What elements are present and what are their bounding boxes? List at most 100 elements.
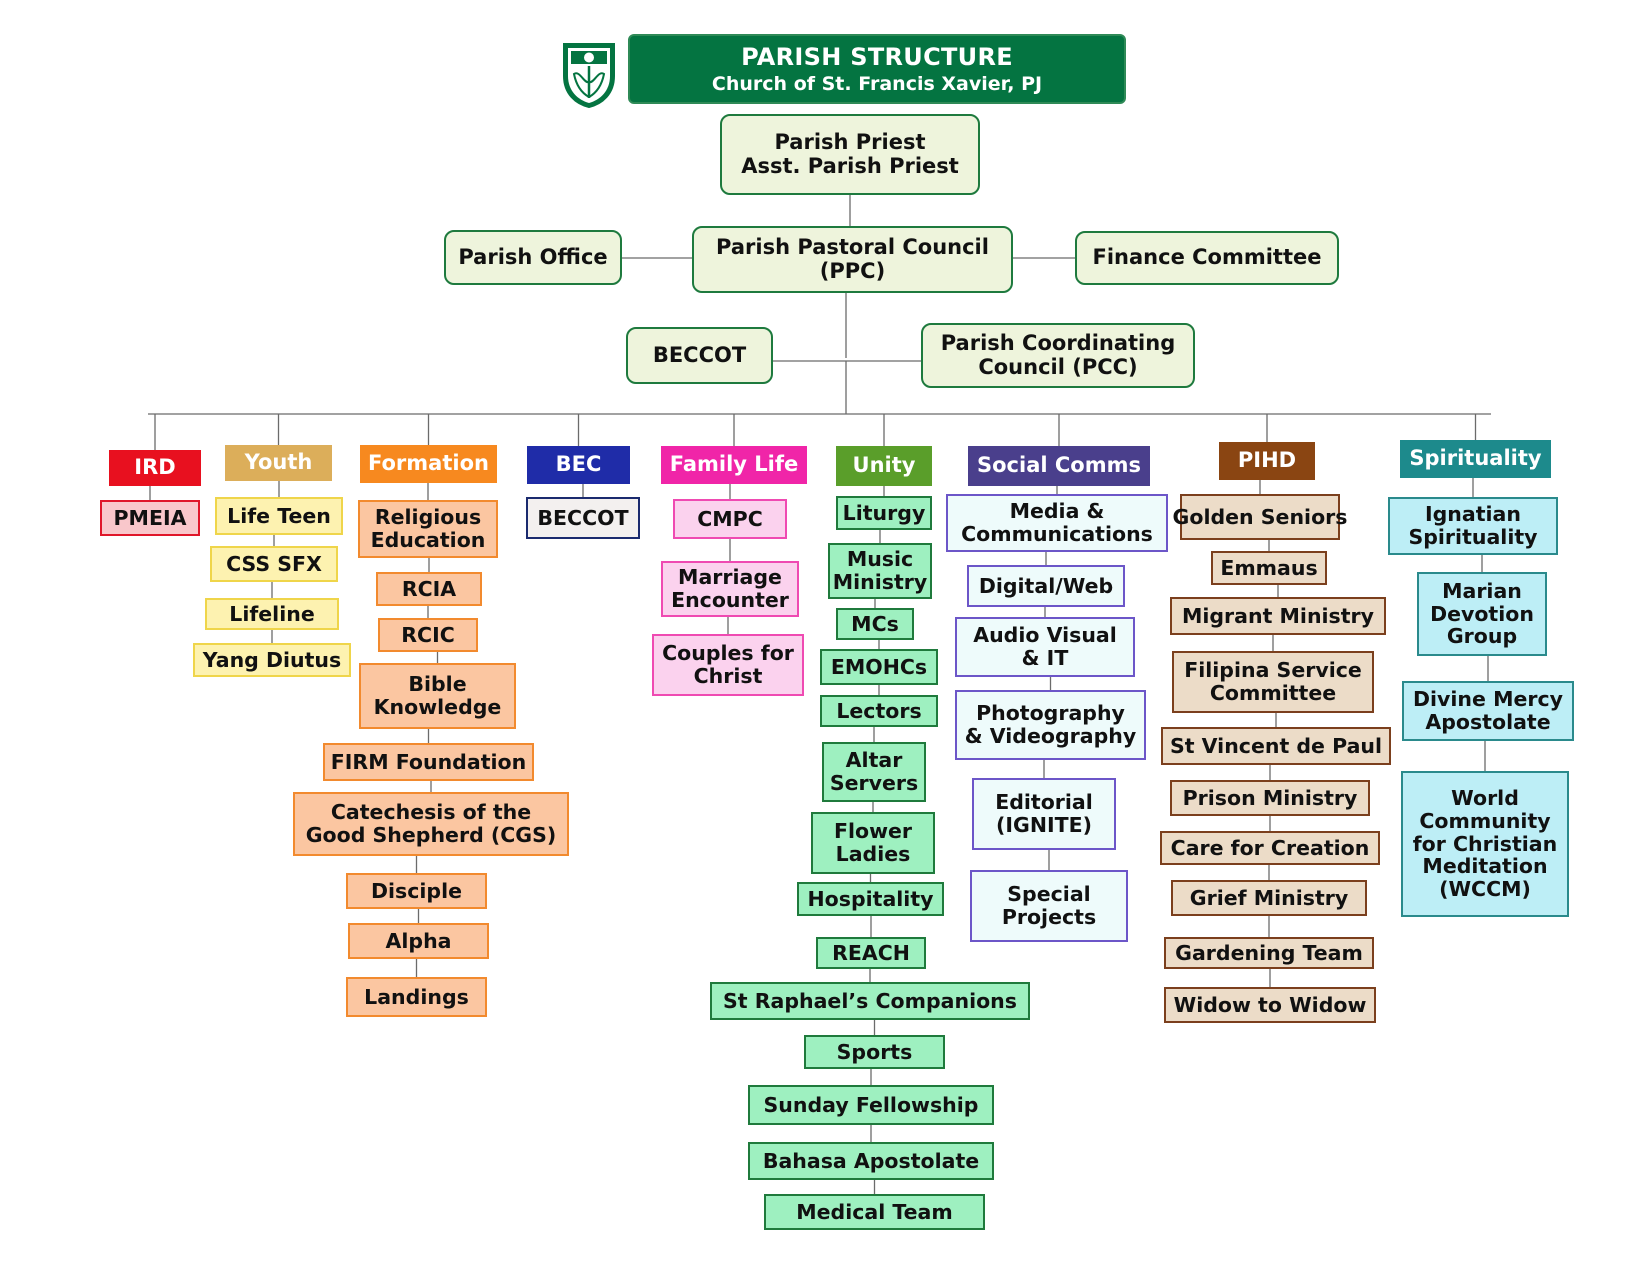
ministry-label: MCs bbox=[851, 611, 899, 636]
category-header-family-life: Family Life bbox=[661, 446, 807, 484]
ministry-label: RCIC bbox=[401, 622, 455, 647]
ministry-label: (WCCM) bbox=[1439, 877, 1531, 902]
ministry-label: PMEIA bbox=[113, 505, 187, 530]
ministry-label: RCIA bbox=[401, 576, 457, 601]
ministry-box: MCs bbox=[836, 608, 914, 640]
ministry-label: REACH bbox=[832, 940, 910, 965]
ministry-box: Disciple bbox=[346, 873, 487, 909]
ministry-label: Prison Ministry bbox=[1182, 785, 1358, 810]
ministry-box: Yang Diutus bbox=[193, 643, 351, 677]
ministry-label: Divine Mercy bbox=[1413, 687, 1563, 712]
ppc-box: Parish Pastoral Council (PPC) bbox=[692, 226, 1013, 293]
category-label: Formation bbox=[368, 451, 489, 476]
ministry-box: Emmaus bbox=[1211, 551, 1327, 585]
ministry-label: Christ bbox=[693, 664, 763, 688]
ministry-label: Bahasa Apostolate bbox=[762, 1148, 980, 1173]
category-header-spirituality: Spirituality bbox=[1400, 440, 1551, 478]
pcc-box: Parish Coordinating Council (PCC) bbox=[921, 323, 1195, 388]
ministry-label: Filipina Service bbox=[1184, 658, 1362, 683]
ministry-label: Landings bbox=[364, 984, 469, 1009]
ministry-label: Lifeline bbox=[229, 601, 315, 626]
category-header-pihd: PIHD bbox=[1219, 442, 1315, 480]
ministry-label: Projects bbox=[1001, 905, 1097, 929]
parish-priest-label: Parish Priest bbox=[774, 129, 926, 154]
category-header-formation: Formation bbox=[360, 445, 497, 483]
ministry-box: Grief Ministry bbox=[1171, 880, 1367, 916]
ministry-label: EMOHCs bbox=[830, 654, 928, 679]
ministry-label: Encounter bbox=[671, 588, 789, 612]
category-label: Social Comms bbox=[977, 453, 1141, 478]
ministry-label: Digital/Web bbox=[978, 573, 1114, 598]
ministry-label: Servers bbox=[829, 771, 919, 795]
category-label: IRD bbox=[134, 455, 176, 480]
ministry-label: Community bbox=[1419, 808, 1551, 833]
ministry-label: Flower bbox=[833, 819, 913, 844]
ministry-label: Golden Seniors bbox=[1172, 504, 1348, 529]
ppc-label-line1: Parish Pastoral Council bbox=[716, 234, 989, 259]
category-label: Family Life bbox=[669, 452, 799, 477]
ministry-box: REACH bbox=[816, 937, 926, 969]
finance-committee-label: Finance Committee bbox=[1092, 245, 1322, 270]
ministry-box: Medical Team bbox=[764, 1194, 985, 1230]
ministry-box: Alpha bbox=[348, 923, 489, 959]
ministry-box: EMOHCs bbox=[820, 649, 938, 685]
ministry-label: Communications bbox=[961, 522, 1153, 546]
ministry-label: St Vincent de Paul bbox=[1169, 733, 1383, 758]
category-header-social-comms: Social Comms bbox=[968, 446, 1150, 486]
ministry-box: Editorial(IGNITE) bbox=[972, 778, 1116, 850]
ministry-label: Alpha bbox=[385, 928, 452, 953]
chart-title-banner: PARISH STRUCTURE Church of St. Francis X… bbox=[628, 34, 1126, 104]
ministry-box: Bahasa Apostolate bbox=[748, 1142, 994, 1180]
ministry-label: Altar bbox=[845, 748, 903, 773]
ministry-label: Meditation bbox=[1422, 854, 1548, 879]
ministry-label: Lectors bbox=[836, 698, 922, 723]
ministry-label: Emmaus bbox=[1220, 555, 1318, 580]
ministry-label: Grief Ministry bbox=[1189, 885, 1349, 910]
ministry-box: Hospitality bbox=[797, 882, 944, 916]
ministry-box: Lectors bbox=[820, 695, 938, 727]
ministry-label: Hospitality bbox=[807, 886, 934, 911]
ministry-label: Ignatian bbox=[1425, 502, 1521, 527]
ministry-label: Group bbox=[1446, 624, 1518, 649]
ministry-box: Landings bbox=[346, 977, 487, 1017]
ministry-label: Yang Diutus bbox=[202, 647, 342, 672]
ministry-label: & Videography bbox=[964, 724, 1137, 748]
ministry-label: Special bbox=[1007, 882, 1091, 907]
ministry-box: Migrant Ministry bbox=[1170, 597, 1386, 635]
ministry-label: BECCOT bbox=[537, 505, 629, 530]
ministry-label: Audio Visual bbox=[973, 623, 1117, 648]
ministry-label: Liturgy bbox=[842, 500, 926, 525]
ministry-box: FIRM Foundation bbox=[323, 743, 534, 781]
ministry-label: Sunday Fellowship bbox=[763, 1092, 979, 1117]
ministry-label: Music bbox=[846, 547, 914, 572]
ministry-label: Good Shepherd (CGS) bbox=[305, 823, 557, 847]
ministry-label: St Raphael’s Companions bbox=[723, 988, 1017, 1013]
ministry-box: Media &Communications bbox=[946, 494, 1168, 552]
ministry-label: Knowledge bbox=[373, 695, 502, 719]
ministry-box: Life Teen bbox=[215, 497, 343, 535]
ministry-box: Digital/Web bbox=[967, 565, 1125, 607]
ministry-label: Committee bbox=[1209, 681, 1337, 705]
ministry-label: Ministry bbox=[832, 570, 928, 594]
ministry-label: Education bbox=[370, 528, 486, 552]
ministry-box: Lifeline bbox=[205, 598, 339, 630]
ministry-box: Widow to Widow bbox=[1164, 987, 1376, 1023]
ministry-label: Couples for bbox=[662, 641, 794, 666]
category-label: Youth bbox=[244, 450, 313, 475]
ministry-label: Media & bbox=[1009, 499, 1105, 524]
beccot-top-label: BECCOT bbox=[652, 342, 747, 367]
pcc-label-line1: Parish Coordinating bbox=[940, 330, 1176, 355]
ministry-box: RCIC bbox=[378, 618, 478, 652]
ministry-label: FIRM Foundation bbox=[330, 749, 527, 774]
category-header-youth: Youth bbox=[225, 445, 332, 481]
ministry-box: RCIA bbox=[376, 572, 482, 606]
ministry-label: Medical Team bbox=[796, 1199, 953, 1224]
chart-subtitle: Church of St. Francis Xavier, PJ bbox=[711, 73, 1043, 95]
